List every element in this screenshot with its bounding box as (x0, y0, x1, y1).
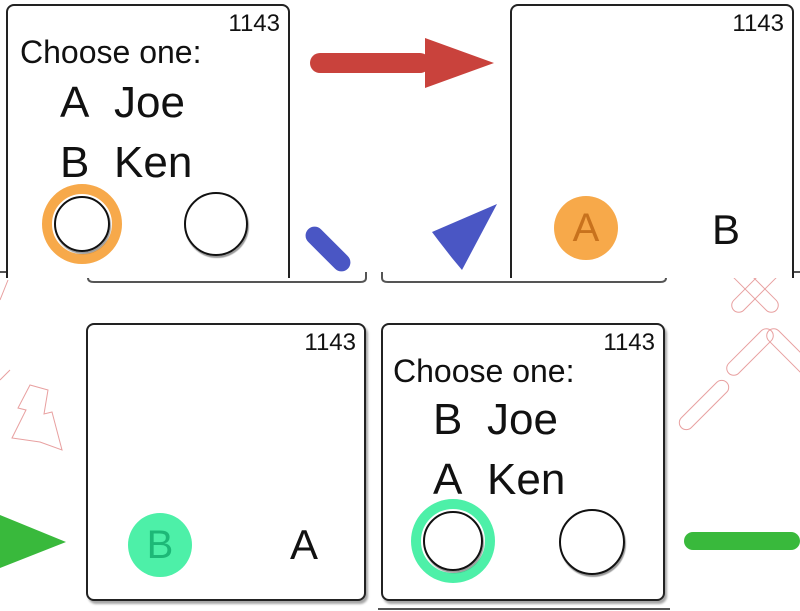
option-row: A Joe (60, 78, 185, 128)
ballot-card-receipt-ba: 1143 B A (86, 323, 366, 601)
option-letter: B (60, 138, 90, 187)
option-letter: A (433, 455, 463, 504)
card-serial-number: 1143 (304, 329, 356, 356)
ballot-card-question-ab: 1143 Choose one: A Joe B Ken (6, 4, 290, 278)
red-arrow (310, 38, 494, 88)
vote-bubble-inner (423, 511, 483, 571)
unmarked-letter: B (712, 206, 741, 253)
marked-letter-badge: B (128, 513, 192, 577)
card-serial-number: 1143 (603, 329, 655, 356)
option-name: Joe (487, 395, 558, 444)
option-name: Ken (487, 455, 566, 504)
option-row: A Ken (433, 455, 565, 505)
blue-dash (305, 226, 351, 272)
card-serial-number: 1143 (732, 10, 784, 37)
vote-bubble-inner (54, 196, 110, 252)
card-prompt: Choose one: (393, 353, 575, 389)
option-row: B Joe (433, 395, 558, 445)
option-name: Ken (114, 138, 193, 187)
vote-bubble[interactable] (559, 509, 625, 575)
marked-letter-badge: A (554, 196, 618, 260)
vote-bubble-selected[interactable] (42, 184, 122, 264)
vote-bubble[interactable] (184, 192, 248, 256)
option-row: B Ken (60, 138, 192, 188)
ballot-card-question-ba: 1143 Choose one: B Joe A Ken (381, 323, 665, 601)
card-serial-number: 1143 (228, 10, 280, 37)
option-letter: A (60, 78, 90, 127)
card-prompt: Choose one: (20, 34, 202, 70)
option-letter: B (433, 395, 463, 444)
green-dash (684, 532, 800, 550)
option-name: Joe (114, 78, 185, 127)
ballot-card-receipt-ab: 1143 A B (510, 4, 794, 278)
unmarked-letter: A (290, 521, 319, 568)
green-arrowhead (0, 515, 66, 568)
vote-bubble-selected[interactable] (411, 499, 495, 583)
blue-arrowhead (432, 204, 497, 270)
